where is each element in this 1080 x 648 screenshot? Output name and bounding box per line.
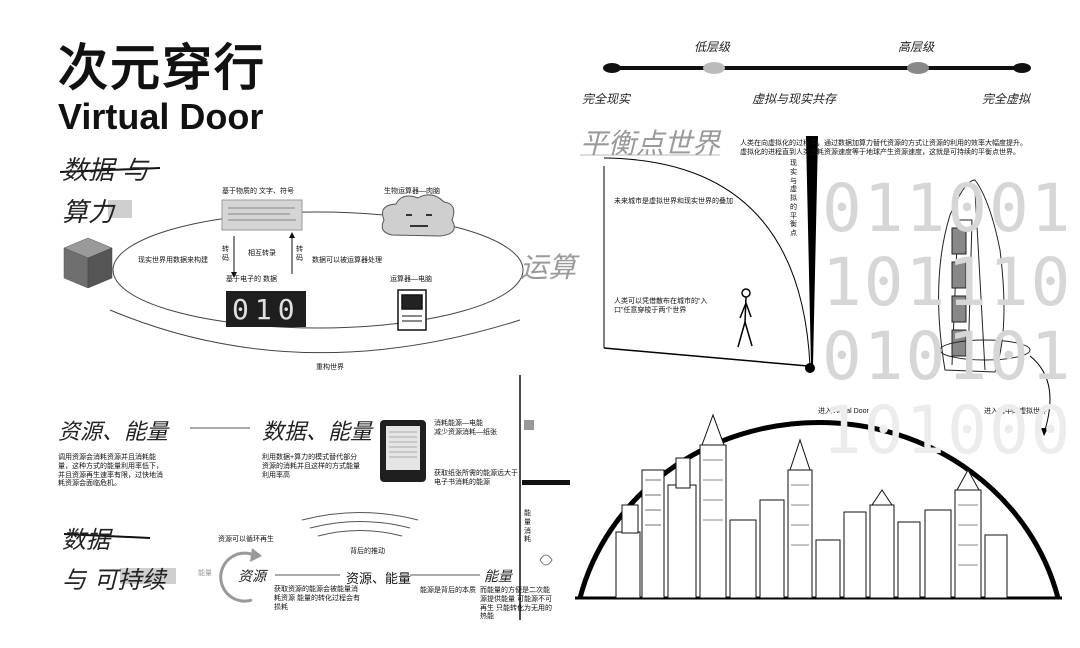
section2-title-b: 数据、能量 (262, 420, 373, 445)
scale-mid-label: 虚拟与现实共存 (752, 92, 837, 106)
label-convert: 相互转录 (248, 250, 276, 257)
scale-left-label: 完全现实 (582, 92, 631, 106)
city-skyline (615, 413, 1008, 599)
chain-mid: 资源、能量 (346, 571, 412, 586)
human-text: 人类可以凭借散布在城市的“入口”任意穿梭于两个世界 (614, 298, 708, 314)
future-text: 未来城市是虚拟世界和现实世界的叠加 (614, 198, 733, 205)
scale-marker-right (1013, 63, 1031, 73)
enter-arrow (1029, 355, 1051, 431)
balance-spike (806, 136, 818, 365)
cycle-energy: 能量 (198, 570, 212, 577)
binary-row-3: 010101 (822, 318, 1073, 395)
page-subtitle: Virtual Door (58, 96, 264, 137)
chain-note: 能源是背后的本质 (420, 587, 476, 594)
scale-marker-high (907, 62, 929, 74)
balance-text: 人类在向虚拟化的过程中，通过数据加算力替代资源的方式让资源的利用的效率大幅度提升… (740, 140, 1027, 156)
balance-vertical-label: 现实与虚拟的平衡点 (790, 160, 797, 237)
binary-display-text: 010 (232, 293, 301, 326)
stone-cube-icon (63, 237, 113, 289)
scale-marker-left (603, 63, 621, 73)
yunsuan-label: 运算 (520, 251, 577, 284)
scale-marker-low (703, 62, 725, 74)
label-material: 基于物质的 文字、符号 (222, 188, 294, 195)
enter-inner-text: 进入其中的虚拟世界 (984, 408, 1047, 415)
chain-end-note: 而能量的方便是二次能源提供能量 可能源不可再生 只能转化为无用的热能 (480, 587, 552, 621)
label-convert-b: 转码 (296, 246, 303, 262)
computer-icon (397, 289, 427, 331)
label-convert-a: 转码 (222, 246, 229, 262)
cycle-resource: 资源 (238, 569, 266, 585)
walking-person-icon (737, 288, 753, 348)
brain-cloud-icon (381, 194, 455, 237)
skyline-window-lines (645, 459, 978, 566)
ground-arm (603, 347, 809, 367)
section1-title-line2: 算力 (62, 198, 115, 228)
label-rebuild: 重构世界 (316, 364, 344, 371)
binary-row-4: 101000 (822, 392, 1073, 469)
section3-title-line1: 数据 (62, 526, 110, 554)
label-pc: 运算器—电脑 (390, 276, 432, 283)
page-title: 次元穿行 (58, 40, 266, 96)
text-data: 利用数据+算力的模式替代部分资源的消耗并且这样的方式能量利用率高 (262, 454, 360, 479)
virtual-door-capsule-icon (938, 179, 1031, 373)
scale-right-label: 完全虚拟 (982, 92, 1031, 106)
label-vertical: 能量消耗 (524, 510, 531, 544)
label-electronic: 基于电子的 数据 (226, 276, 277, 283)
balance-title: 平衡点世界 (580, 127, 721, 160)
binary-row-1: 011001 (822, 170, 1073, 247)
chain-end: 能量 (484, 569, 512, 585)
cycle-top: 资源可以循环再生 (218, 536, 274, 543)
future-curve (603, 157, 811, 367)
ereader-icon (380, 420, 426, 482)
binary-display (226, 291, 306, 327)
material-text-image (221, 199, 303, 231)
text-kindle-1: 消耗能源—电能 减少资源消耗—纸张 (434, 420, 497, 436)
cycle-bottom: 获取资源的能源会被能量消耗资源 能量的转化过程会有损耗 (274, 586, 360, 611)
enter-text: 进入Virtual Door (818, 408, 869, 415)
scale-low-label: 低层级 (694, 40, 731, 54)
compute-loop (112, 211, 524, 329)
cycle-arrow-icon (219, 551, 255, 603)
chain-push: 背后的推动 (350, 548, 385, 555)
text-resource: 调用资源会消耗资源并且消耗能量，这种方式的能量利用率低下，并且资源再生速率有限，… (58, 454, 163, 488)
text-kindle-2: 获取纸张所需的能源远大于电子书消耗的能源 (434, 470, 518, 486)
section2-title-a: 资源、能量 (58, 420, 169, 445)
binary-row-2: 101110 (822, 244, 1073, 321)
scale-high-label: 高层级 (898, 40, 935, 54)
label-bio: 生物运算器—肉脑 (384, 188, 440, 195)
section3-title-line2: 与 可持续 (62, 566, 166, 594)
label-build: 现实世界用数据来构建 (138, 257, 208, 264)
label-process: 数据可以被运算器处理 (312, 257, 382, 264)
section1-title-line1: 数据 与 (62, 156, 149, 186)
